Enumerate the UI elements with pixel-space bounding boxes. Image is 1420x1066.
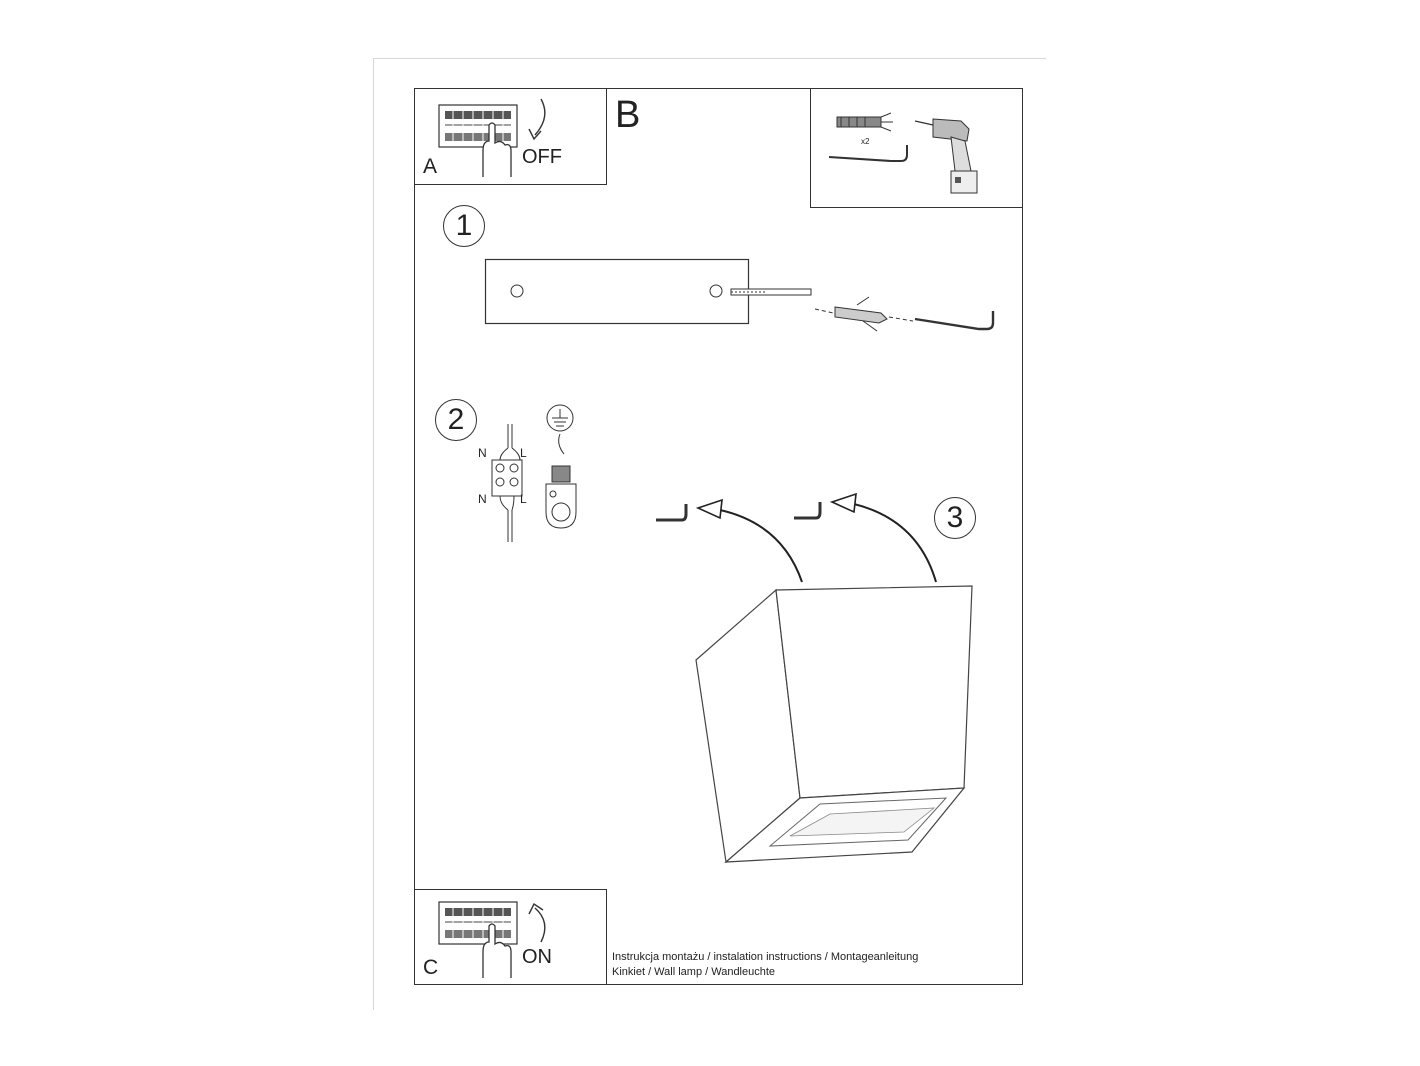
- hand-icon: [482, 923, 512, 978]
- panel-c-letter: C: [423, 956, 439, 979]
- page-edge-top: [373, 58, 1046, 59]
- step-2-badge: 2: [435, 399, 477, 441]
- hand-icon: [482, 122, 512, 177]
- curved-arrow-icon: [528, 902, 546, 943]
- instruction-sheet: [414, 88, 1023, 985]
- screw-hook-icon: [828, 145, 908, 162]
- wire-label-l-bottom: L: [520, 492, 527, 506]
- panel-a-off-label: OFF: [522, 146, 562, 168]
- caption-line-1: Instrukcja montażu / instalation instruc…: [612, 951, 919, 963]
- quantity-label: x2: [861, 137, 870, 146]
- curved-arrow-icon: [528, 98, 546, 141]
- ground-symbol-icon: [545, 404, 577, 529]
- panel-a-switch-off: A OFF: [414, 88, 607, 185]
- breaker-panel-icon: [438, 104, 518, 148]
- lamp-installation-diagram: [656, 492, 973, 864]
- panel-b-tools: x2: [810, 88, 1023, 208]
- panel-c-switch-on: C ON: [414, 889, 607, 985]
- wire-label-n-top: N: [478, 446, 487, 460]
- panel-c-on-label: ON: [522, 946, 552, 968]
- wire-label-l-top: L: [520, 446, 527, 460]
- mounting-bracket-diagram: [484, 258, 995, 332]
- page-edge-left: [373, 58, 374, 1010]
- document-caption: Instrukcja montażu / instalation instruc…: [612, 950, 918, 980]
- wall-plug-icon: [836, 112, 893, 132]
- caption-line-2: Kinkiet / Wall lamp / Wandleuchte: [612, 966, 776, 978]
- wire-label-n-bottom: N: [478, 492, 487, 506]
- step-1-badge: 1: [443, 205, 485, 247]
- breaker-panel-icon: [438, 901, 518, 945]
- terminal-block-icon: [491, 424, 523, 542]
- panel-a-letter: A: [423, 155, 438, 178]
- panel-b-letter: B: [615, 94, 641, 136]
- lamp-cube-icon: [695, 585, 973, 864]
- drill-icon: [914, 118, 978, 194]
- step-3-badge: 3: [934, 497, 976, 539]
